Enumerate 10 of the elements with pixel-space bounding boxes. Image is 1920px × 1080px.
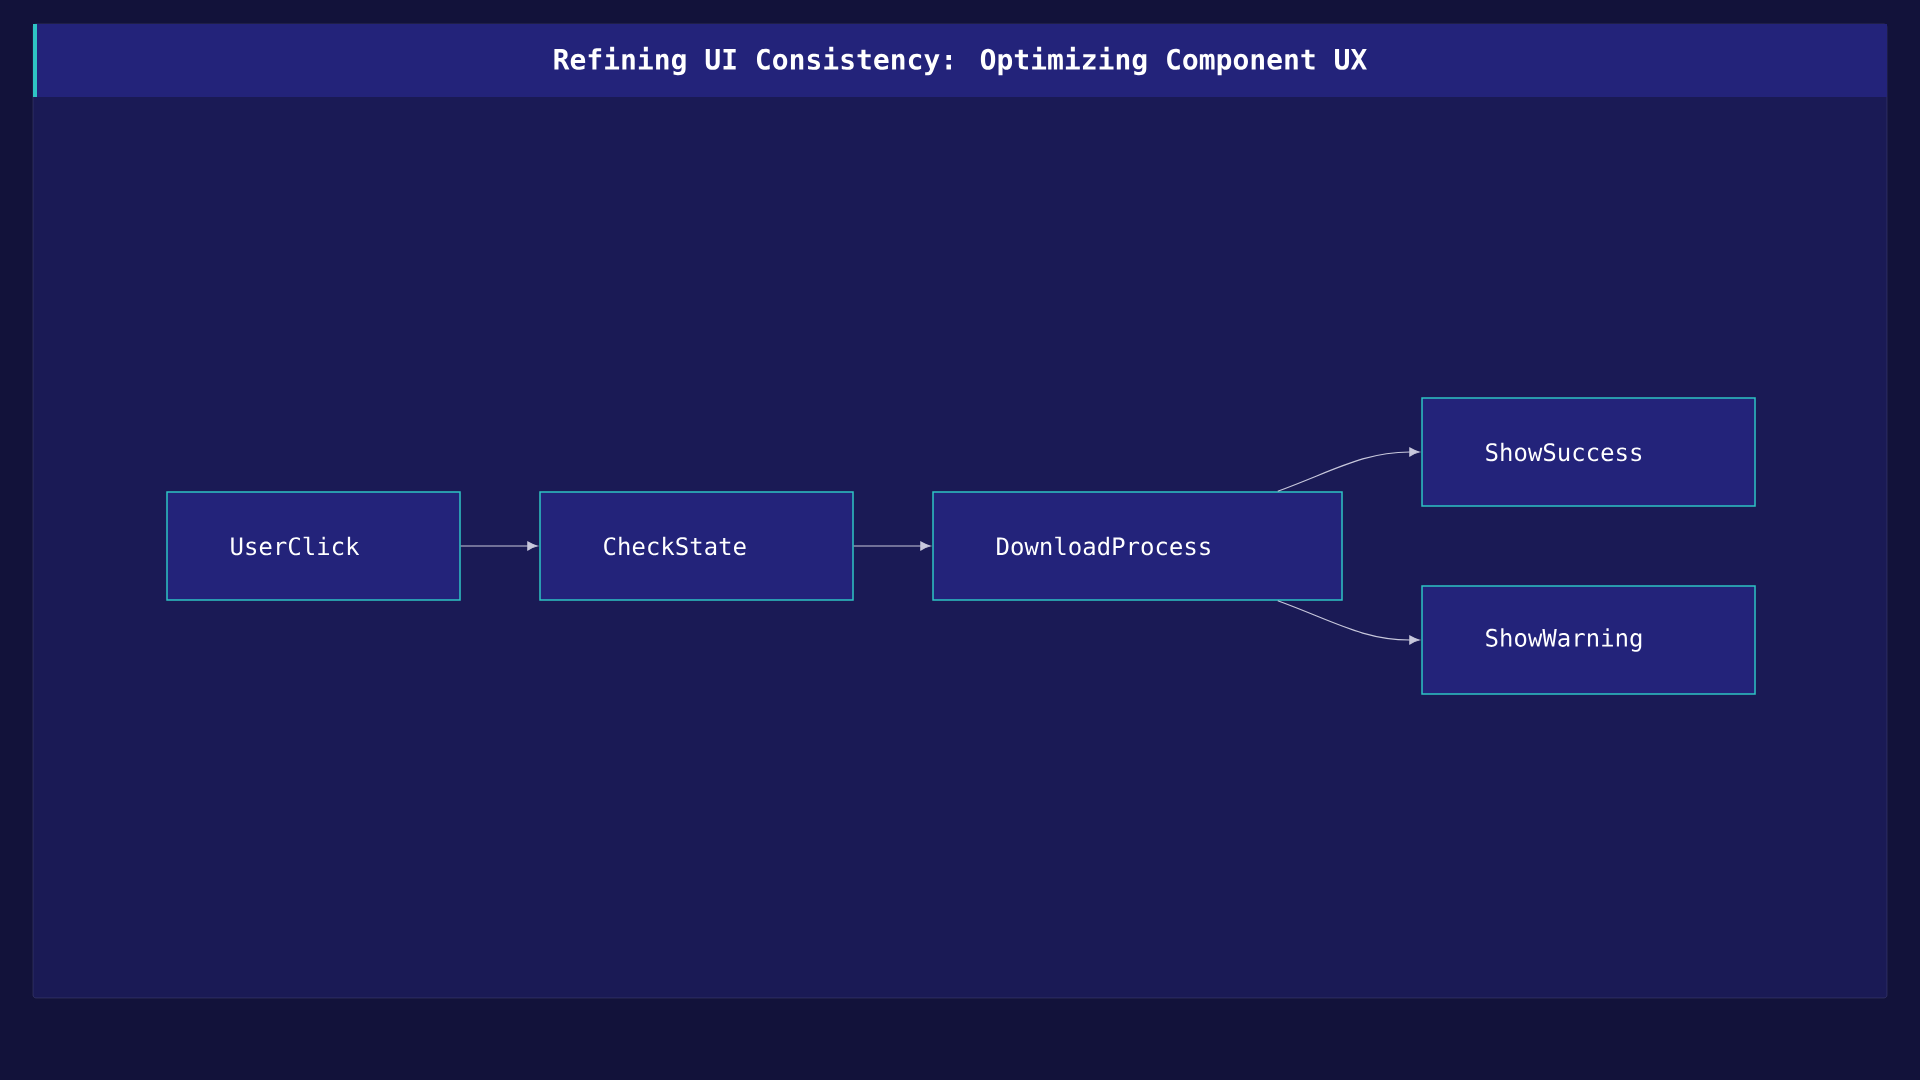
title-bar: Refining UI Consistency: Optimizing Component UX — [33, 24, 1887, 97]
process-box: CheckState — [539, 491, 854, 601]
arrow — [460, 541, 538, 551]
arrow — [1277, 600, 1420, 645]
process-box: ShowWarning — [1421, 585, 1756, 695]
arrow — [1277, 447, 1420, 492]
process-box: ShowSuccess — [1421, 397, 1756, 507]
arrow — [853, 541, 931, 551]
process-box: DownloadProcess — [932, 491, 1343, 601]
process-box: UserClick — [166, 491, 461, 601]
